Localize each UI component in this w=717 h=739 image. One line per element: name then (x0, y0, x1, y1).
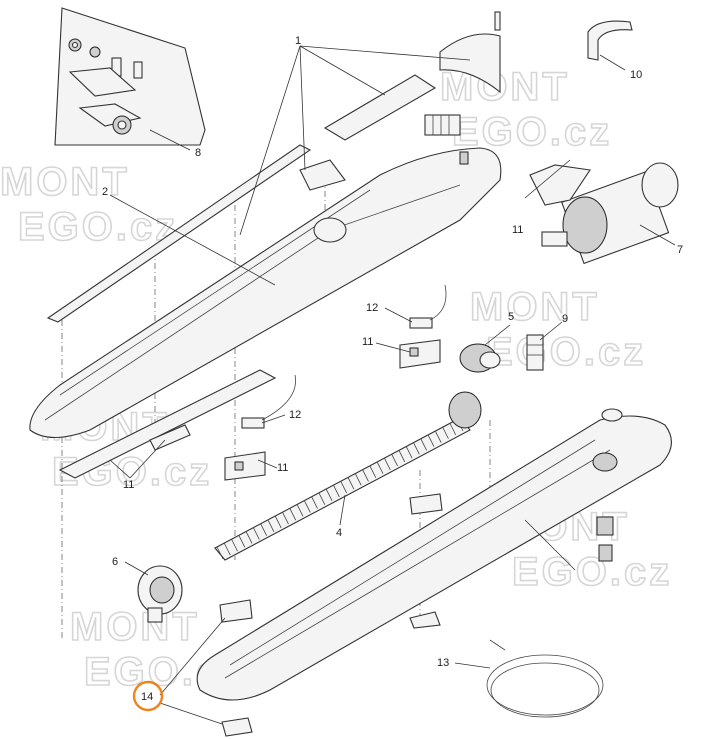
screw-thread (434, 430, 442, 443)
cable-gland (596, 516, 614, 562)
screw-thread (383, 457, 391, 470)
cable-coil (486, 639, 604, 718)
screw-thread (311, 496, 318, 509)
label-7: 7 (677, 244, 683, 256)
label-5: 5 (508, 311, 514, 323)
label-11b: 11 (362, 336, 373, 348)
cover-housing (29, 147, 502, 438)
gear (459, 343, 501, 373)
label-2: 2 (102, 186, 108, 198)
label-11d: 11 (277, 462, 288, 474)
worm-screw (214, 391, 482, 561)
svg-text:EGO.cz: EGO.cz (512, 550, 672, 594)
release-handle (587, 20, 633, 61)
label-11c: 11 (123, 479, 134, 491)
svg-text:MONT: MONT (470, 285, 600, 329)
screw-thread (449, 422, 457, 436)
label-9: 9 (562, 313, 568, 325)
limit-bracket-upper (399, 339, 441, 369)
motor (529, 162, 679, 265)
svg-text:MONT: MONT (0, 160, 130, 204)
limit-plate-left (58, 369, 277, 479)
hardware-kit-panel (54, 7, 206, 146)
terminal-block (424, 114, 461, 136)
screw-thread (420, 438, 427, 451)
screw-thread (340, 480, 347, 494)
screw-thread (238, 535, 246, 548)
screw-thread (289, 508, 297, 521)
svg-text:EGO.cz: EGO.cz (452, 110, 612, 154)
sensor-board-upper (409, 284, 447, 329)
screw-thread (303, 500, 311, 513)
label-4: 4 (336, 527, 342, 539)
screw-thread (369, 465, 377, 478)
rear-bracket (137, 565, 183, 623)
leader-lines (109, 45, 676, 725)
label-12a: 12 (366, 302, 378, 314)
base-housing (196, 408, 672, 701)
svg-text:EGO.cz: EGO.cz (18, 205, 178, 249)
screw-thread (347, 477, 355, 490)
screw-thread (405, 445, 413, 459)
screw-thread (376, 461, 384, 474)
screw-thread (296, 504, 304, 517)
limit-bracket-lower (224, 451, 266, 481)
screw-thread (354, 473, 362, 486)
label-10: 10 (630, 69, 642, 81)
screw-thread (362, 469, 369, 482)
screw-thread (267, 519, 275, 533)
screw-thread (245, 531, 253, 544)
svg-text:EGO.cz: EGO.cz (486, 330, 646, 374)
label-11a: 11 (512, 224, 523, 236)
screw-thread (318, 492, 326, 505)
screw-thread (398, 449, 406, 463)
screw-thread (427, 434, 435, 447)
screw-thread (333, 484, 340, 498)
highlight-circle (132, 680, 164, 712)
label-12b: 12 (289, 409, 301, 421)
screw-thread (391, 453, 398, 467)
screw-thread (274, 515, 282, 529)
screw-thread (231, 539, 238, 552)
screw-thread (260, 523, 267, 536)
screw-thread (442, 426, 449, 439)
screw-thread (216, 546, 224, 560)
screw-thread (325, 488, 333, 501)
square-nuts (219, 493, 443, 737)
label-8: 8 (195, 147, 201, 159)
screw-thread (253, 527, 260, 540)
label-6: 6 (112, 556, 118, 568)
screw-thread (223, 542, 231, 556)
screw-thread (282, 511, 289, 525)
part-labels: 1 2 4 5 6 7 8 9 10 11 11 11 11 12 12 13 … (102, 35, 683, 703)
sensor-board-lower (241, 374, 296, 429)
screw-thread (413, 442, 420, 455)
svg-text:MONT: MONT (70, 605, 200, 649)
label-14: 14 (141, 691, 153, 703)
label-13: 13 (437, 657, 449, 669)
cover-strips (46, 11, 501, 323)
pinion (526, 334, 544, 371)
label-1: 1 (295, 35, 301, 47)
